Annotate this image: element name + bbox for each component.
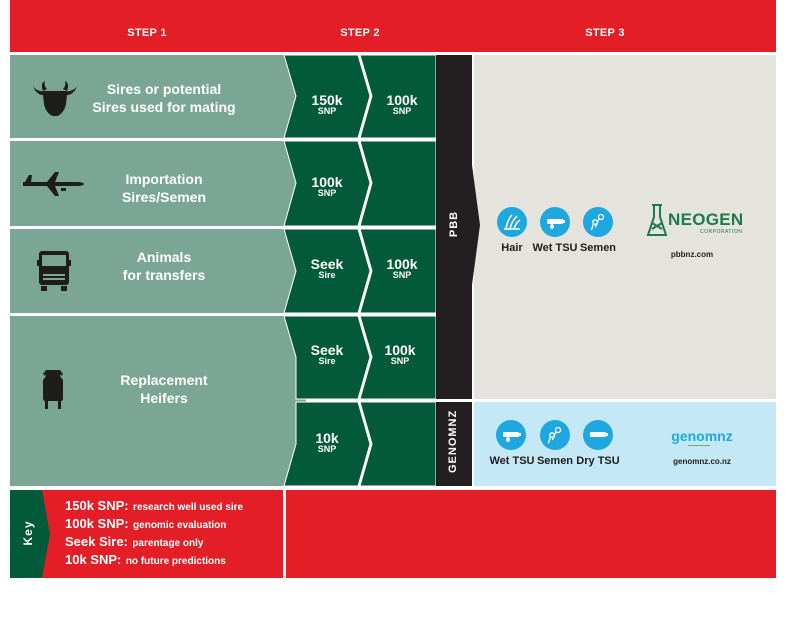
genomnz-wet-tsu-icon: [496, 420, 526, 450]
step3-label: STEP 3: [585, 27, 625, 39]
genomnz-sample-wet-tsu: Wet TSU: [489, 455, 535, 467]
pbb-sample-hair: Hair: [501, 242, 523, 254]
pbb-sample-wet-tsu: Wet TSU: [532, 242, 578, 254]
neogen-logo-icon: [646, 204, 668, 236]
genomnz-url: genomnz.co.nz: [673, 457, 731, 466]
pbb-url: pbbnz.com: [670, 250, 714, 259]
provider-bars: [436, 55, 480, 486]
step1-label: STEP 1: [127, 27, 167, 39]
header-band: [10, 0, 776, 52]
genomnz-semen-icon: [540, 420, 570, 450]
pbb-sample-semen: Semen: [579, 242, 617, 254]
hair-icon: [497, 207, 527, 237]
genomnz-dry-tsu-icon: [583, 420, 613, 450]
step2-chevrons: [283, 54, 437, 487]
key-tab: [10, 490, 50, 578]
semen-icon: [583, 207, 613, 237]
key-title: Key: [21, 520, 35, 546]
neogen-logo-sub: CORPORATION: [700, 229, 743, 235]
pbb-vertical-label: PBB: [448, 210, 460, 238]
key-item-100k: 100k SNP: genomic evaluation: [65, 516, 227, 531]
heifer-icon: [43, 370, 63, 409]
wet-tsu-icon: [540, 207, 570, 237]
genomnz-panel: [474, 402, 776, 486]
truck-icon: [37, 251, 71, 291]
step2-label: STEP 2: [340, 27, 380, 39]
key-empty-panel: [286, 490, 776, 578]
airplane-icon: [23, 172, 84, 196]
key-item-seek: Seek Sire: parentage only: [65, 534, 204, 549]
key-item-150k: 150k SNP: research well used sire: [65, 498, 244, 513]
genomnz-sample-semen: Semen: [536, 455, 574, 467]
genomnz-logo: genomnz: [671, 428, 733, 444]
genomnz-sample-dry-tsu: Dry TSU: [576, 455, 620, 467]
genomnz-vertical-label: GENOMNZ: [447, 409, 459, 473]
genomnz-logo-underline: [688, 445, 710, 446]
key-panel: [10, 490, 283, 578]
cow-icon: [33, 81, 77, 116]
key-item-10k: 10k SNP: no future predictions: [65, 552, 226, 567]
neogen-logo: NEOGEN: [668, 210, 744, 229]
